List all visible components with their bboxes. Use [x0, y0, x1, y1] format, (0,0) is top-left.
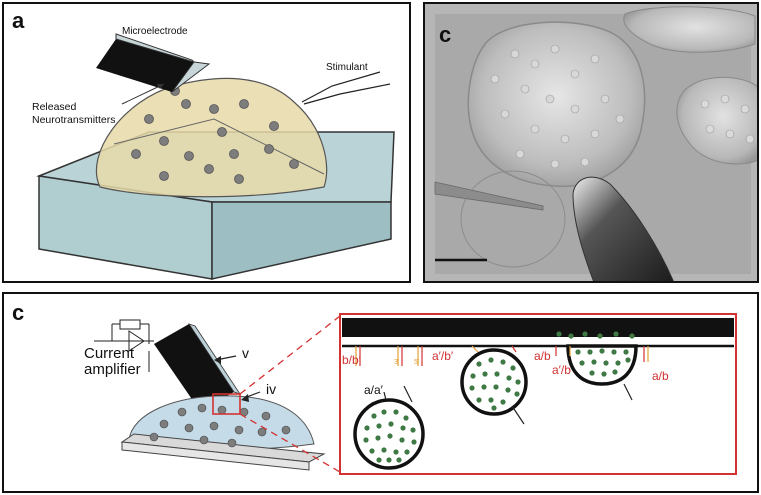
iv-label: iv — [266, 381, 276, 397]
panel-a-letter: a — [12, 8, 25, 33]
panel-micrograph: c — [423, 2, 759, 283]
three-prime-label: 3′ — [394, 359, 400, 366]
panel-c-diagram: Current amplifier v iv — [84, 313, 737, 475]
current-label-line1: Current — [84, 345, 135, 362]
aa-prime-label: a/a′ — [364, 383, 384, 397]
five-prime-label: 5′ — [414, 359, 420, 366]
vesicles-c — [149, 403, 291, 448]
stimulant-label: Stimulant — [326, 62, 368, 73]
main-cell — [467, 21, 646, 188]
substrate-side — [211, 201, 392, 280]
stimulant-pipette — [301, 71, 391, 105]
cell-texture — [490, 44, 625, 169]
electrode-tip — [572, 176, 674, 281]
vesicles — [131, 86, 299, 184]
ab-label-2: a/b — [652, 369, 669, 383]
amplifier-symbol — [94, 319, 154, 372]
v-label: v — [242, 345, 249, 361]
panel-b-letter: c — [439, 22, 452, 47]
aprime-bprime-label: a′/b′ — [432, 349, 454, 363]
panel-a: a — [2, 2, 411, 283]
panel-a-diagram: Microelectrode Stimulant Released Neurot… — [32, 26, 395, 280]
microelectrode — [96, 33, 211, 93]
bb-label: b/b′ — [342, 353, 362, 367]
current-label-line2: amplifier — [84, 361, 141, 378]
panel-c-letter: c — [12, 300, 25, 325]
linker-strands — [355, 345, 649, 425]
zoom-box — [212, 393, 241, 415]
ab-label-1: a/b — [534, 349, 551, 363]
cell-dome — [95, 77, 328, 198]
released-label-line1: Released — [32, 101, 77, 113]
micrograph-image — [425, 4, 757, 281]
microelectrode-label: Microelectrode — [122, 26, 188, 37]
green-dots — [363, 331, 635, 463]
aprime-b-label: a′/b — [552, 363, 571, 377]
right-cell — [676, 76, 757, 165]
stim-pipette — [434, 181, 544, 211]
released-label-line2: Neurotransmitters — [32, 114, 115, 126]
panel-c: c Current amplifier v — [2, 292, 759, 493]
